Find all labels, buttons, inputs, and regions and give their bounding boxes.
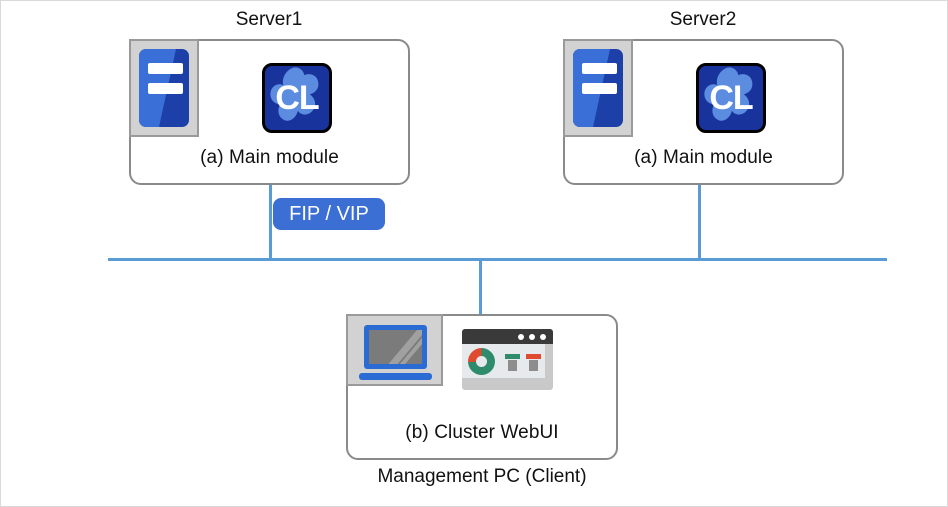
management-pc-caption: Management PC (Client)	[377, 466, 587, 487]
management-pc-network-drop	[479, 259, 482, 315]
browser-dot-2	[529, 334, 535, 340]
server1-cl-logo-icon: CL	[262, 63, 332, 133]
server2-cl-logo-icon: CL	[696, 63, 766, 133]
webui-donut-chart	[468, 348, 495, 375]
management-pc-laptop-icon	[346, 314, 443, 386]
server2-title: Server2	[669, 9, 737, 30]
webui-widget-green	[505, 354, 520, 371]
server-slot-bar-2	[582, 83, 617, 94]
cl-logo-text: CL	[709, 79, 753, 117]
server-tower-body	[573, 49, 623, 127]
webui-widget-red-body	[529, 360, 538, 371]
server-slot-bar-1	[148, 63, 183, 74]
fip-vip-badge[interactable]: FIP / VIP	[273, 198, 385, 230]
server-slot-bar-2	[148, 83, 183, 94]
cl-logo-blob-shape	[270, 67, 319, 121]
laptop-base	[359, 373, 432, 380]
cl-logo-text: CL	[275, 79, 319, 117]
server1-network-drop	[269, 185, 272, 260]
laptop-screen-frame	[364, 325, 427, 369]
server2-server-rack-icon	[563, 39, 633, 137]
server2-module-label: (a) Main module	[634, 147, 773, 168]
webui-widget-green-body	[508, 360, 517, 371]
server-slot-bar-1	[582, 63, 617, 74]
server1-server-rack-icon	[129, 39, 199, 137]
webui-widget-green-bar	[505, 354, 520, 359]
management-pc-browser-icon	[462, 329, 553, 390]
cl-logo-blob-shape	[704, 67, 753, 121]
browser-titlebar	[462, 329, 553, 344]
server2-network-drop	[698, 185, 701, 260]
laptop-screen	[369, 330, 422, 364]
server1-module-label: (a) Main module	[200, 147, 339, 168]
browser-dot-3	[540, 334, 546, 340]
network-backbone-line	[108, 258, 887, 261]
server-tower-body	[139, 49, 189, 127]
webui-widget-red	[526, 354, 541, 371]
webui-donut-hole	[476, 356, 487, 367]
browser-dot-1	[518, 334, 524, 340]
management-pc-module-label: (b) Cluster WebUI	[405, 422, 559, 443]
browser-content-area	[462, 344, 545, 378]
webui-widget-red-bar	[526, 354, 541, 359]
server1-title: Server1	[235, 9, 303, 30]
